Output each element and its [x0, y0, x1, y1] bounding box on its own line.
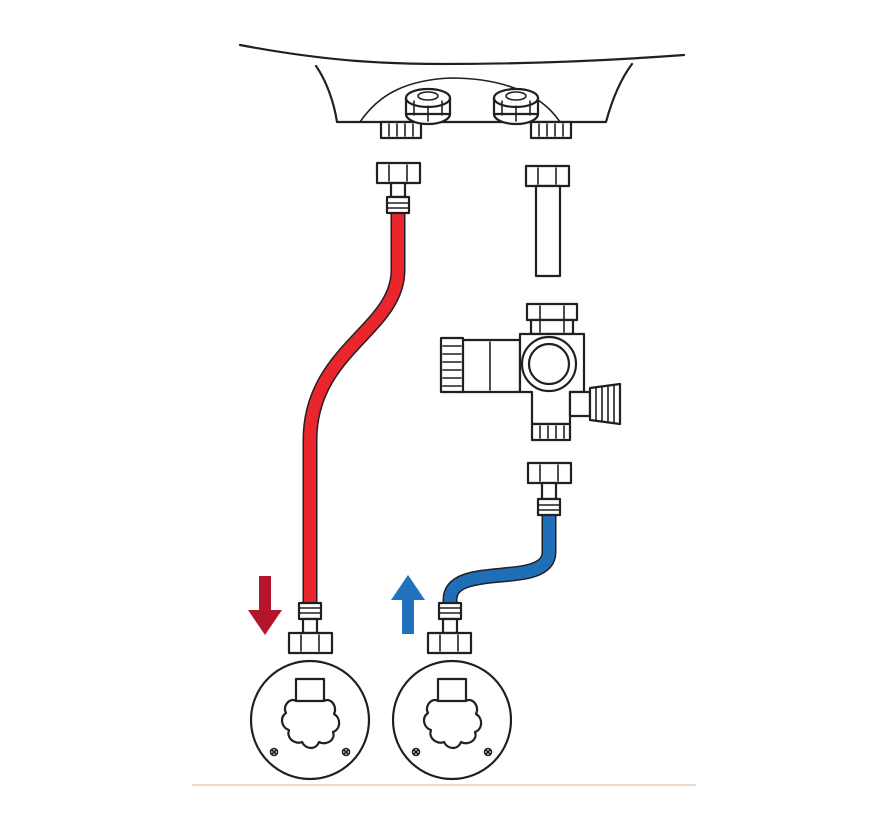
hot-hose-outline-stroke [302, 212, 406, 603]
cold-wall-outlet [391, 659, 513, 781]
cold-hose-outline-stroke [442, 516, 557, 603]
hot-outlet-nipple [379, 120, 423, 140]
tank-left-knob [404, 87, 452, 126]
safety-valve [439, 302, 622, 442]
cold-water-hose [442, 516, 557, 603]
cold-hose-top-nut [526, 461, 573, 517]
cold-pipe-extension [524, 164, 571, 278]
hot-flow-arrow [248, 576, 282, 635]
hot-hose-bottom-nut [287, 601, 334, 655]
water-heater-tank [238, 43, 686, 140]
hot-hose-top-nut [375, 161, 422, 215]
arrow-up-icon [391, 575, 425, 634]
hot-wall-outlet [249, 659, 371, 781]
cold-flow-arrow [391, 575, 425, 634]
cold-hose-bottom-nut [426, 601, 473, 655]
tank-right-knob [492, 87, 540, 126]
hot-water-hose [302, 212, 406, 603]
cold-inlet-nipple [529, 120, 573, 140]
arrow-down-icon [248, 576, 282, 635]
